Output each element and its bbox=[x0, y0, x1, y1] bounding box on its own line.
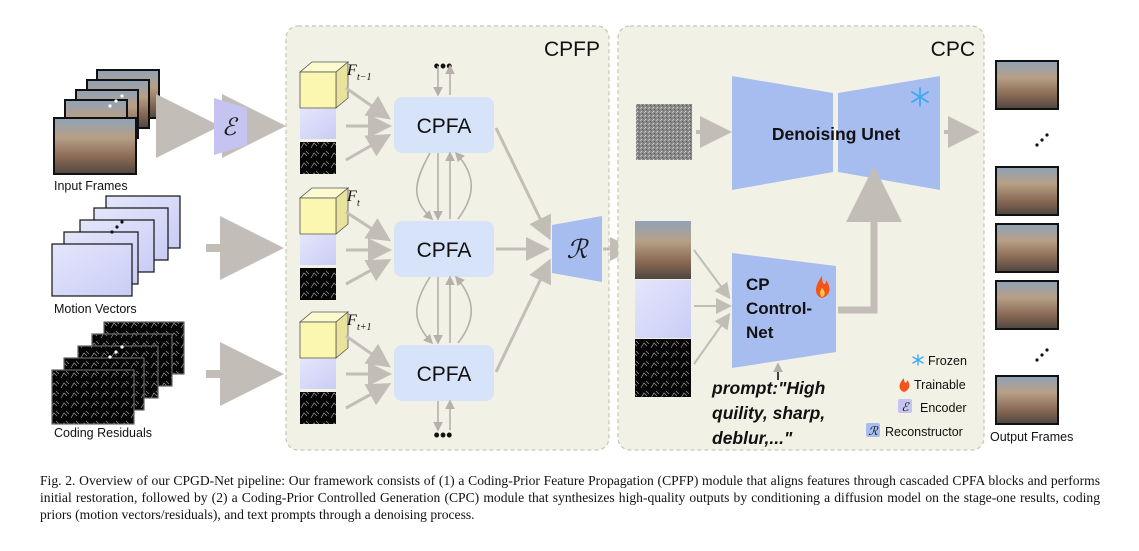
legend-reconstructor-swatch bbox=[866, 423, 880, 437]
legend-encoder-symbol: ℰ bbox=[901, 400, 910, 414]
cpfp-row-3: F t+1 CPFA bbox=[298, 311, 494, 424]
controlnet-line-2: Control- bbox=[746, 299, 812, 318]
cpfp-row-1: F t−1 CPFA bbox=[298, 61, 494, 174]
arrow-cpfa3-to-rec bbox=[494, 258, 552, 373]
legend: Frozen Trainable ℰ Encoder ℛ Reconstruct… bbox=[866, 354, 967, 439]
legend-snowflake-icon bbox=[912, 354, 924, 366]
arrow-controlnet-to-unet bbox=[838, 166, 902, 314]
prompt-line-2: quility, sharp, bbox=[712, 403, 825, 423]
output-frame bbox=[995, 223, 1059, 273]
cpfp-title: CPFP bbox=[544, 38, 600, 61]
coding-residuals-stack bbox=[51, 321, 185, 425]
cpfa-block bbox=[394, 345, 494, 401]
feature-label-sub: t+1 bbox=[357, 322, 372, 333]
legend-reconstructor: Reconstructor bbox=[885, 425, 963, 439]
prompt-line-3: deblur,..." bbox=[712, 428, 793, 448]
cpfp-row-2: F t CPFA bbox=[298, 187, 494, 300]
feature-cube-icon bbox=[298, 311, 350, 359]
feature-label-sub: t−1 bbox=[357, 72, 372, 83]
unet-label: Denoising Unet bbox=[772, 124, 901, 144]
cpfa-label: CPFA bbox=[417, 239, 472, 262]
cpfa-block bbox=[394, 221, 494, 277]
cpc-title: CPC bbox=[931, 38, 975, 61]
propagation-arrows bbox=[416, 64, 472, 432]
reconstructor-symbol: ℛ bbox=[567, 235, 590, 264]
noise-image bbox=[636, 104, 692, 160]
legend-encoder-swatch bbox=[898, 399, 912, 413]
legend-reconstructor-symbol: ℛ bbox=[868, 424, 879, 438]
legend-encoder: Encoder bbox=[920, 401, 967, 415]
motion-vectors-stack bbox=[51, 195, 181, 297]
cpfa-block bbox=[394, 97, 494, 153]
input-frames-label: Input Frames bbox=[54, 179, 128, 193]
input-frames-stack bbox=[53, 69, 160, 175]
output-frames bbox=[995, 60, 1059, 425]
legend-frozen: Frozen bbox=[928, 354, 967, 368]
output-frame bbox=[995, 60, 1059, 110]
arrow-cpfa1-to-rec bbox=[494, 127, 551, 241]
output-frame bbox=[995, 375, 1059, 425]
output-frame bbox=[995, 280, 1059, 330]
figure-caption: Fig. 2. Overview of our CPGD-Net pipelin… bbox=[40, 473, 1100, 522]
prompt-line-1: prompt:"High bbox=[711, 378, 825, 398]
controlnet-line-3: Net bbox=[746, 323, 774, 342]
denoising-unet: Denoising Unet bbox=[732, 76, 940, 190]
cpfa-label: CPFA bbox=[417, 363, 472, 386]
arrow-stack-to-controlnet-3 bbox=[693, 312, 731, 365]
controlnet-line-1: CP bbox=[746, 275, 770, 294]
feature-cube-icon bbox=[298, 187, 350, 235]
output-frames-label: Output Frames bbox=[990, 430, 1073, 444]
stage-one-stack bbox=[635, 221, 691, 397]
feature-cube-icon bbox=[298, 61, 350, 109]
feature-label-sub: t bbox=[357, 198, 360, 209]
legend-flame-icon bbox=[899, 378, 910, 392]
pipeline-diagram: Input Frames Motion Vectors Coding Resid… bbox=[51, 25, 1073, 451]
arrow-stack-to-controlnet-1 bbox=[693, 249, 731, 300]
cpfa-label: CPFA bbox=[417, 115, 472, 138]
feature-label-base: F bbox=[346, 188, 357, 205]
motion-vectors-label: Motion Vectors bbox=[54, 302, 137, 316]
snowflake-icon bbox=[911, 87, 929, 107]
encoder-block: ℰ bbox=[214, 98, 247, 155]
legend-trainable: Trainable bbox=[914, 378, 966, 392]
reconstructor-block: ℛ bbox=[552, 216, 602, 282]
coding-residuals-label: Coding Residuals bbox=[54, 426, 152, 440]
output-frame bbox=[995, 166, 1059, 216]
feature-label-base: F bbox=[346, 312, 357, 329]
feature-label-base: F bbox=[346, 62, 357, 79]
flame-icon bbox=[816, 276, 830, 298]
cp-controlnet: CP Control- Net bbox=[732, 253, 836, 368]
encoder-symbol: ℰ bbox=[222, 115, 239, 141]
